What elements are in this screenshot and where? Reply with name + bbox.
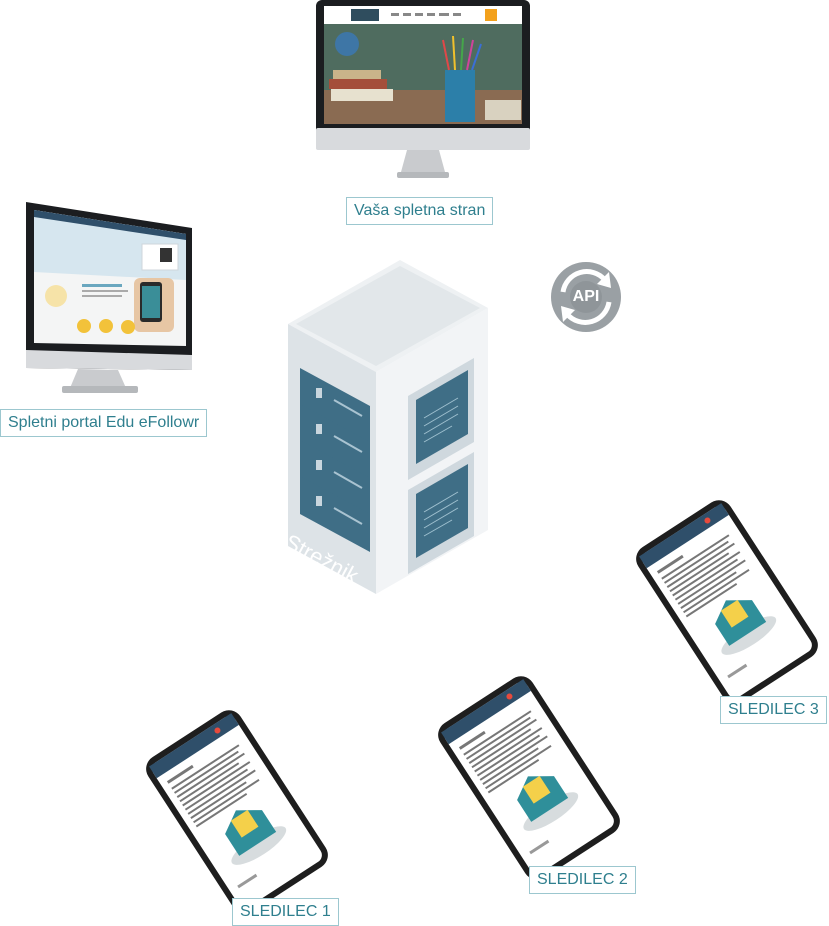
api-sync-icon: API [549, 260, 623, 334]
server: Strežnik [281, 258, 494, 598]
smartphone-icon [438, 676, 620, 880]
follower-phone-2 [424, 676, 634, 880]
follower-phone-1 [132, 710, 342, 914]
smartphone-icon [146, 710, 328, 914]
website-label: Vaša spletna stran [346, 197, 494, 225]
follower-phone-3 [622, 500, 829, 704]
follower-3-label: SLEDILEC 3 [720, 696, 827, 724]
smartphone-icon [636, 500, 818, 704]
follower-1-label: SLEDILEC 1 [232, 898, 339, 926]
monitor-icon [26, 202, 192, 393]
portal-label: Spletni portal Edu eFollowr [0, 409, 208, 437]
follower-2-label: SLEDILEC 2 [529, 866, 636, 894]
api-label: API [572, 288, 600, 305]
server-icon [288, 260, 488, 594]
website-monitor [315, 0, 531, 180]
portal-monitor [22, 200, 194, 395]
monitor-icon [316, 0, 530, 178]
